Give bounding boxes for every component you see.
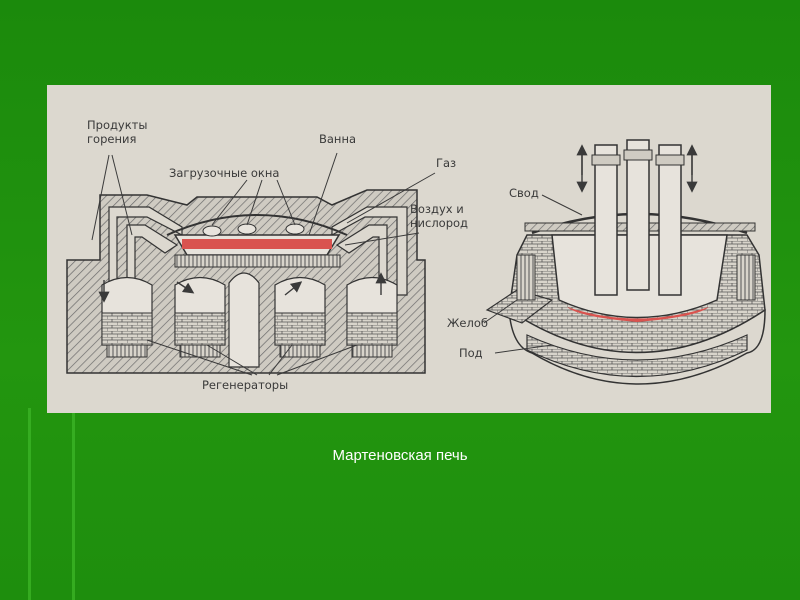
loading-window [285, 223, 305, 235]
decorative-stripe [72, 408, 75, 600]
label-loading-windows: Загрузочные окна [169, 166, 279, 180]
decorative-stripe [28, 408, 31, 600]
furnace-figure: Продукты горения Ванна Загрузочные окна … [47, 85, 771, 413]
label-air-oxygen-2: нислород [410, 216, 468, 230]
furnace-diagram-svg: Продукты горения Ванна Загрузочные окна … [66, 118, 766, 392]
label-air-oxygen-1: Воздух и [410, 202, 464, 216]
label-hearth: Под [459, 346, 483, 360]
electric-arc-furnace: Свод Желоб Под [447, 139, 766, 385]
trough [485, 289, 554, 324]
open-hearth-furnace: Продукты горения Ванна Загрузочные окна … [66, 118, 468, 392]
label-bath: Ванна [319, 132, 356, 146]
label-gas: Газ [436, 156, 456, 170]
loading-window [202, 225, 222, 237]
label-combustion-products-2: горения [87, 132, 136, 146]
electrodes [591, 139, 685, 296]
loading-window [237, 223, 257, 235]
molten-metal [182, 239, 332, 249]
molten-metal-arc [567, 307, 709, 322]
label-regenerators: Регенераторы [202, 378, 288, 392]
regenerators [101, 272, 398, 368]
slide-caption: Мартеновская печь [332, 447, 468, 464]
label-combustion-products-1: Продукты [87, 118, 147, 132]
label-trough: Желоб [447, 316, 488, 330]
label-roof: Свод [509, 186, 539, 200]
